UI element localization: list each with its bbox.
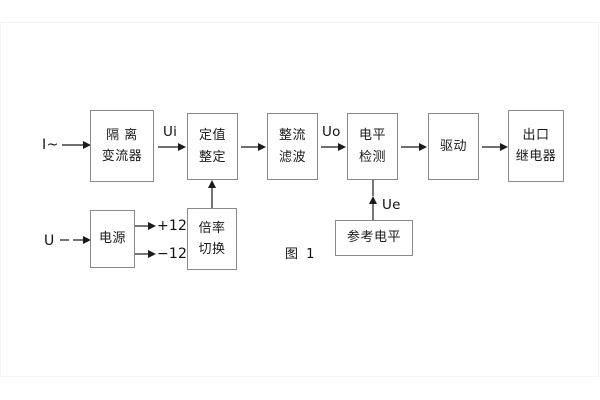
block-line: 隔 离: [106, 127, 138, 143]
block-line: 继电器: [515, 149, 557, 164]
connector-setting-to-rectify: [241, 143, 266, 151]
connector-level-detect-to-drive: [401, 143, 427, 151]
block-line: 切换: [198, 242, 226, 257]
block-isolation-transformer[interactable]: 隔 离 变流器: [90, 110, 154, 182]
connector-reference-to-level-detect: [369, 196, 377, 220]
block-drive[interactable]: 驱动: [428, 113, 479, 180]
connector-rail-positive: [135, 222, 156, 230]
connector-current-to-isolation: [62, 141, 91, 149]
block-line: 滤波: [278, 149, 306, 165]
connector-voltage-to-power-supply: [60, 236, 91, 244]
block-line: 变流器: [101, 149, 143, 164]
connector-isolation-to-setting: [158, 143, 186, 151]
block-line: 整定: [198, 149, 226, 165]
input-label-current: I~: [42, 137, 59, 153]
connector-level-detect-stub: [372, 180, 374, 196]
block-setting-value[interactable]: 定值 整定: [187, 113, 238, 180]
block-output-relay[interactable]: 出口 继电器: [508, 110, 564, 182]
connector-drive-to-output-relay: [482, 143, 508, 151]
block-line: 检测: [358, 149, 386, 165]
block-line: 倍率: [198, 220, 226, 236]
block-reference-level[interactable]: 参考电平: [335, 220, 413, 256]
block-power-supply[interactable]: 电源: [90, 210, 135, 268]
block-line: 整流: [278, 128, 306, 144]
block-line: 驱动: [439, 138, 467, 154]
signal-label-ui: Ui: [163, 124, 178, 140]
block-line: 电平: [358, 128, 386, 144]
figure-caption: 图 1: [285, 247, 317, 262]
block-level-detect[interactable]: 电平 检测: [347, 113, 398, 180]
signal-label-ue: Ue: [382, 197, 401, 213]
block-rectify-filter[interactable]: 整流 滤波: [267, 113, 318, 180]
rail-label-negative: −12V: [157, 246, 197, 262]
connector-rectify-to-level-detect: [321, 143, 346, 151]
block-line: 出口: [522, 127, 550, 143]
diagram-frame: [0, 22, 599, 377]
connector-rail-negative: [135, 250, 156, 258]
block-multiplier-switch[interactable]: 倍率 切换: [187, 208, 237, 270]
connector-multiplier-to-setting: [208, 180, 216, 208]
signal-label-uo: Uo: [322, 124, 341, 140]
input-label-voltage: U: [44, 233, 55, 249]
rail-label-positive: +12V: [157, 218, 197, 234]
block-line: 电源: [98, 231, 126, 247]
block-line: 参考电平: [346, 230, 401, 246]
block-line: 定值: [198, 128, 226, 144]
